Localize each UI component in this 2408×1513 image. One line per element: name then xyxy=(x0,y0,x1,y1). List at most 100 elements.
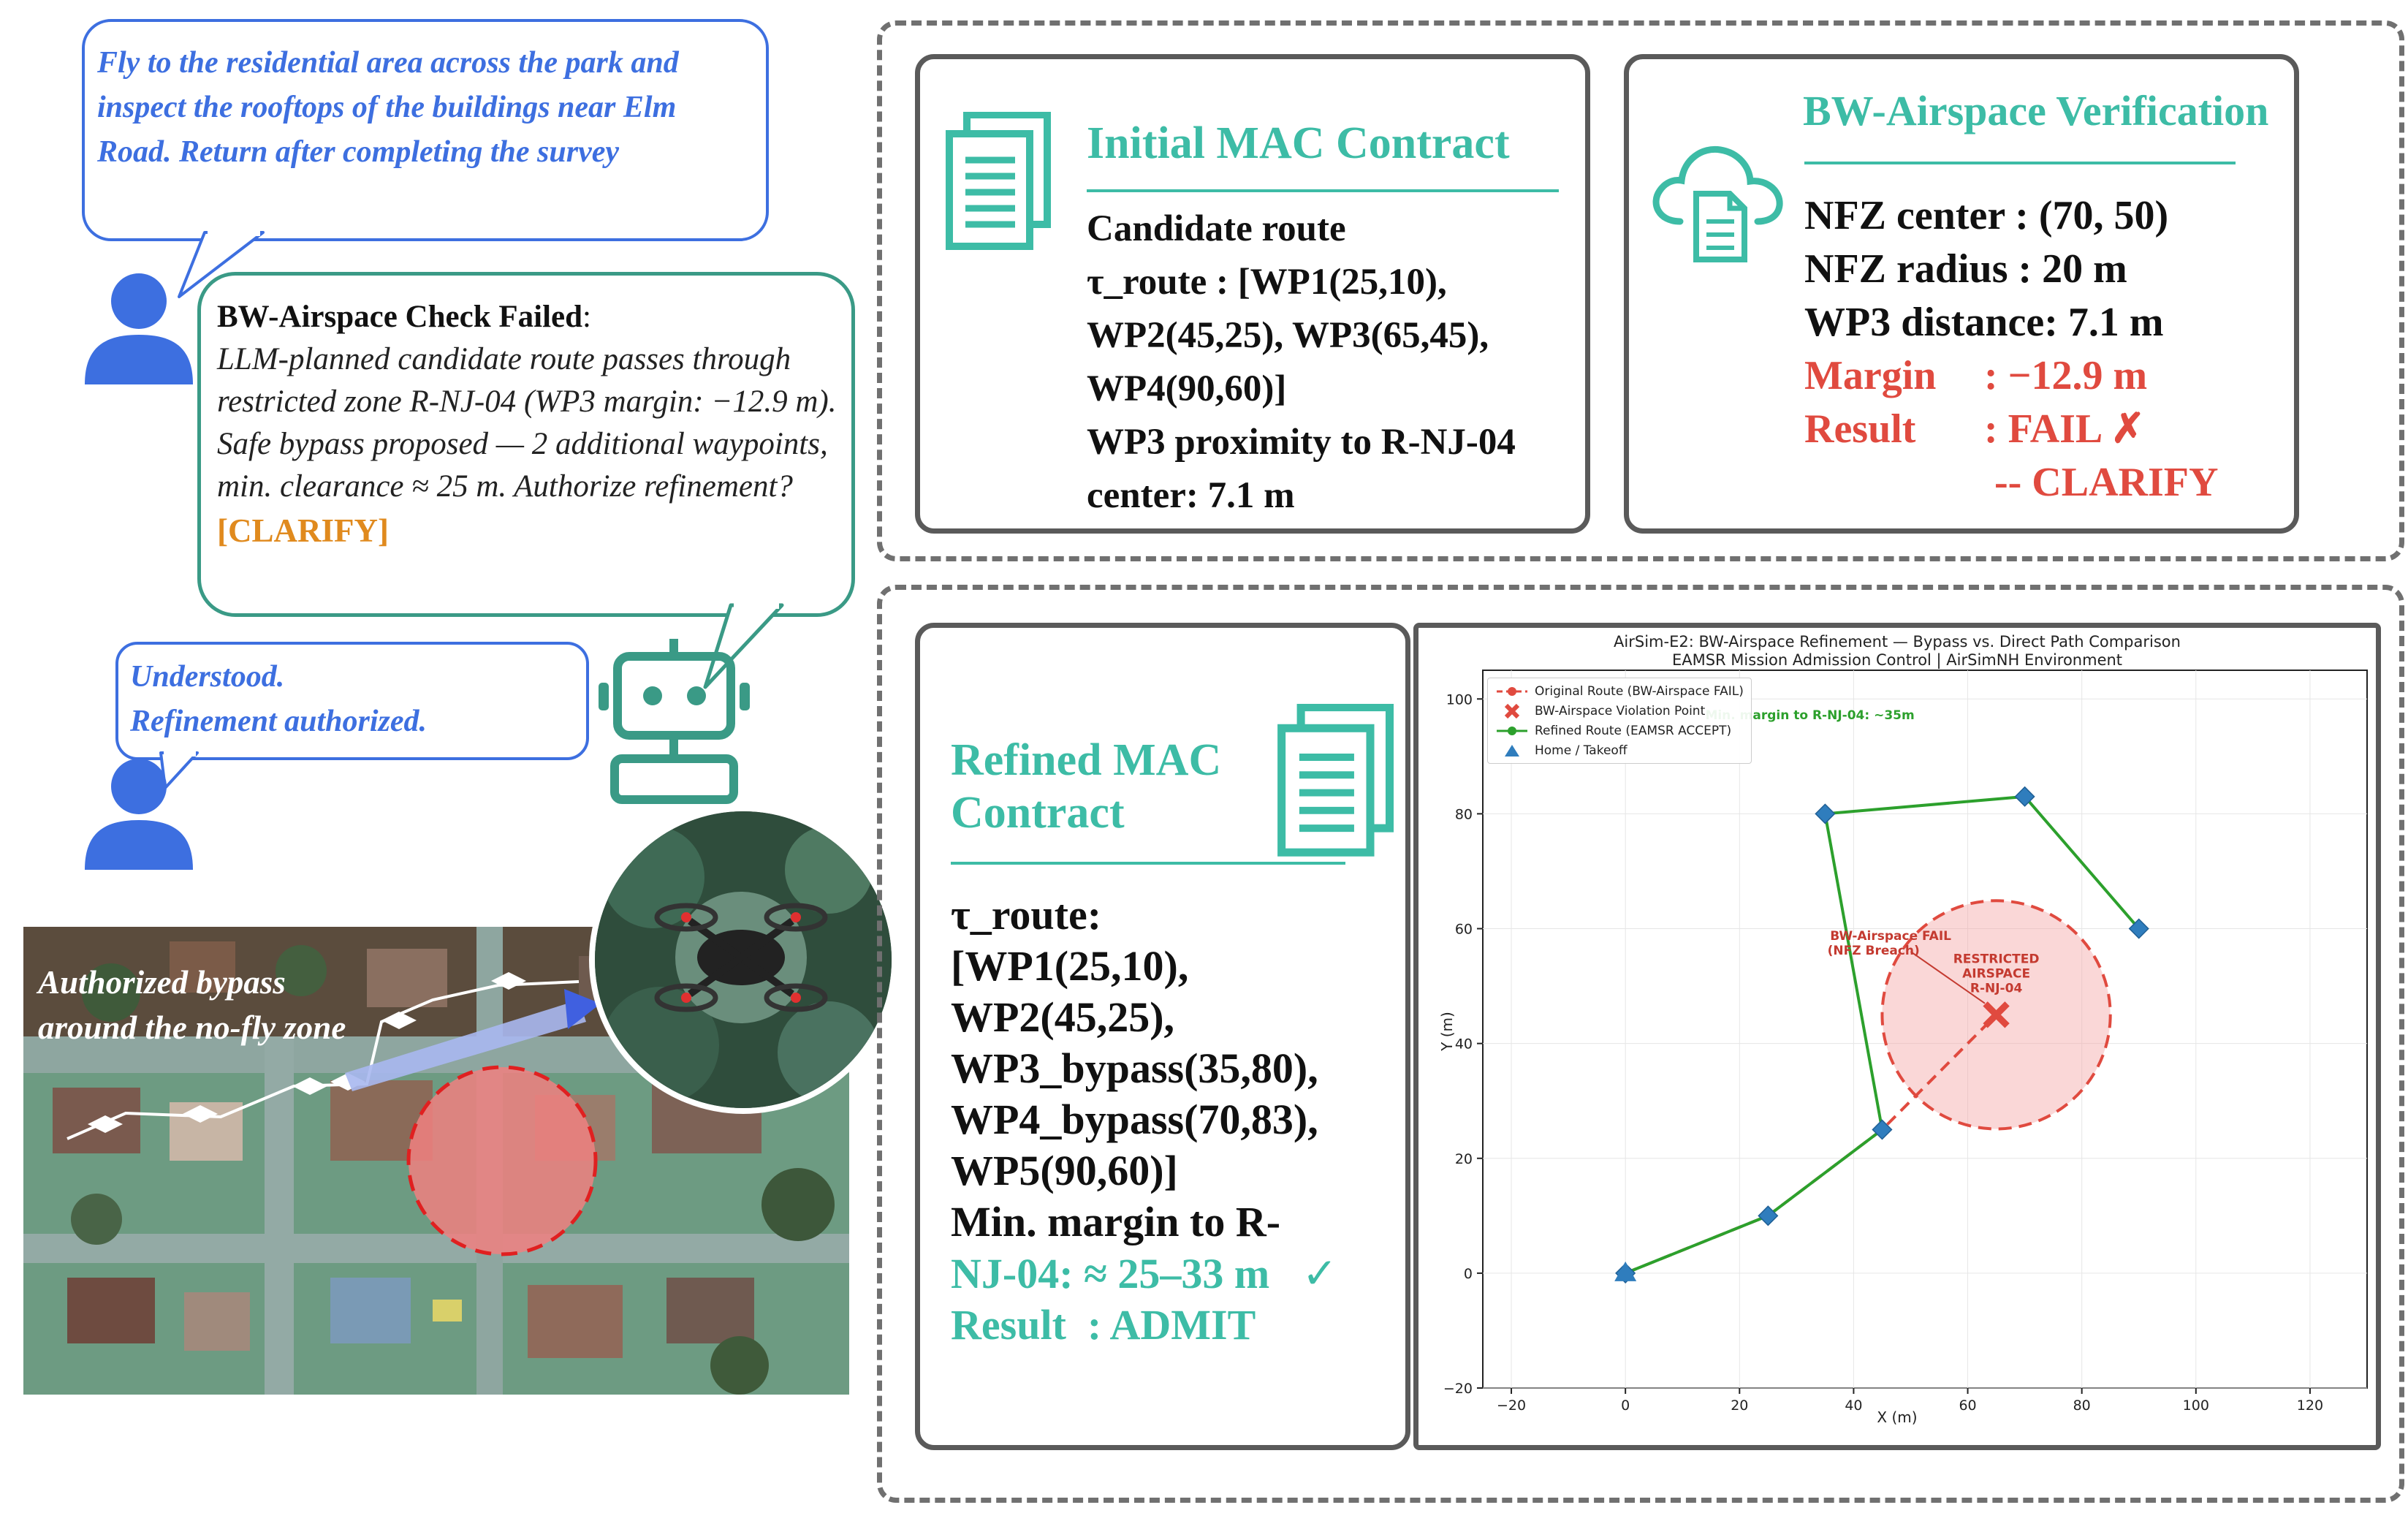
y-tick-label: 100 xyxy=(1446,691,1473,708)
system-message-body: LLM-planned candidate route passes throu… xyxy=(217,342,837,504)
refined-contract-line: Min. margin to R- xyxy=(951,1198,1281,1245)
refined-contract-body: τ_route: [WP1(25,10), WP2(45,25), WP3_by… xyxy=(951,890,1404,1351)
robot-icon xyxy=(599,639,750,804)
fail-arrow xyxy=(1910,951,1986,1004)
refined-contract-line: WP2(45,25), xyxy=(951,993,1175,1041)
aerial-caption-line-1: Authorized bypass xyxy=(38,964,286,1001)
verification-card: BW-Airspace Verification NFZ center : (7… xyxy=(1624,54,2299,534)
top-dashed-panel xyxy=(877,20,2404,561)
chart-subtitle: EAMSR Mission Admission Control | AirSim… xyxy=(1671,651,2123,669)
legend-item: Refined Route (EAMSR ACCEPT) xyxy=(1495,721,1744,740)
legend-item: Home / Takeoff xyxy=(1495,740,1744,760)
user-avatar-icon-2 xyxy=(85,759,193,870)
chart-title: AirSim-E2: BW-Airspace Refinement — Bypa… xyxy=(1614,633,2181,651)
y-tick-label: 60 xyxy=(1455,922,1473,938)
initial-contract-title: Initial MAC Contract xyxy=(1087,118,1510,168)
refined-contract-title-line-2: Contract xyxy=(951,788,1125,838)
result-label: Result xyxy=(1804,406,1916,452)
restricted-label: R-NJ-04 xyxy=(1970,982,2023,996)
user-reply-bubble-tail xyxy=(159,750,199,789)
result-value: : FAIL ✗ xyxy=(1984,406,2146,452)
bottom-dashed-panel xyxy=(877,585,2404,1503)
system-message-content: BW-Airspace Check Failed: LLM-planned ca… xyxy=(217,296,840,553)
initial-contract-line: WP3 proximity to R-NJ-04 xyxy=(1087,422,1516,463)
legend-item: BW-Airspace Violation Point xyxy=(1495,701,1744,721)
system-message-heading-suffix: : xyxy=(582,300,591,334)
user-reply-line-1: Understood. xyxy=(130,660,285,694)
y-tick-label: 0 xyxy=(1464,1266,1473,1282)
margin-value: : −12.9 m xyxy=(1984,353,2148,398)
fail-annotation: BW-Airspace FAIL xyxy=(1830,929,1951,944)
y-tick-label: 80 xyxy=(1455,806,1473,822)
refined-contract-line: WP4_bypass(70,83), xyxy=(951,1096,1318,1143)
user-reply-bubble: Understood. Refinement authorized. xyxy=(115,642,589,760)
cloud-document-icon xyxy=(1652,145,1783,262)
x-tick-label: −20 xyxy=(1497,1398,1526,1414)
initial-contract-card: Initial MAC Contract Candidate route τ_r… xyxy=(915,54,1590,534)
x-tick-label: 0 xyxy=(1621,1398,1630,1414)
verification-line: WP3 distance: 7.1 m xyxy=(1804,300,2164,345)
legend-label: Original Route (BW-Airspace FAIL) xyxy=(1535,683,1744,699)
x-tick-label: 80 xyxy=(2073,1398,2091,1414)
user-request-bubble-tail xyxy=(178,230,265,298)
legend-label: Home / Takeoff xyxy=(1535,743,1628,758)
refined-result: Result : ADMIT xyxy=(951,1301,1256,1349)
home-marker xyxy=(1614,1261,1637,1281)
legend-swatch-original xyxy=(1497,686,1527,696)
x-tick-label: 120 xyxy=(2297,1398,2323,1414)
x-tick-label: 20 xyxy=(1731,1398,1748,1414)
refined-contract-title-line-1: Refined MAC xyxy=(951,735,1222,785)
check-icon: ✓ xyxy=(1302,1248,1338,1298)
waypoint-marker xyxy=(1815,803,1836,824)
x-tick-label: 40 xyxy=(1845,1398,1862,1414)
document-icon xyxy=(946,112,1051,250)
chart-legend: Original Route (BW-Airspace FAIL) BW-Air… xyxy=(1487,678,1752,764)
verification-title: BW-Airspace Verification xyxy=(1803,87,2269,134)
system-message-bubble: BW-Airspace Check Failed: LLM-planned ca… xyxy=(197,272,855,617)
margin-label: Margin xyxy=(1804,353,1937,398)
waypoint-marker xyxy=(2014,786,2035,807)
verification-line: NFZ center : (70, 50) xyxy=(1804,193,2169,238)
verification-body: NFZ center : (70, 50) NFZ radius : 20 m … xyxy=(1804,189,2287,509)
restricted-label: AIRSPACE xyxy=(1962,967,2030,982)
refined-contract-line: WP5(90,60)] xyxy=(951,1147,1178,1194)
legend-item: Original Route (BW-Airspace FAIL) xyxy=(1495,681,1744,701)
y-tick-label: −20 xyxy=(1443,1381,1473,1397)
waypoint-marker xyxy=(1758,1205,1779,1226)
x-axis-label: X (m) xyxy=(1877,1408,1918,1426)
drone-icon xyxy=(595,811,892,1108)
y-tick-label: 20 xyxy=(1455,1151,1473,1167)
legend-swatch-violation xyxy=(1504,703,1520,718)
refined-route-line xyxy=(1625,795,2141,1275)
legend-label: BW-Airspace Violation Point xyxy=(1535,703,1706,718)
legend-label: Refined Route (EAMSR ACCEPT) xyxy=(1535,723,1732,738)
y-tick-label: 40 xyxy=(1455,1036,1473,1053)
user-request-text: Fly to the residential area across the p… xyxy=(97,46,679,169)
refined-contract-title-underline xyxy=(951,862,1345,865)
x-tick-label: 60 xyxy=(1959,1398,1976,1414)
fail-annotation: (NFZ Breach) xyxy=(1828,944,1920,958)
system-message-heading: BW-Airspace Check Failed xyxy=(217,300,583,334)
refined-contract-line: [WP1(25,10), xyxy=(951,942,1189,990)
legend-swatch-home xyxy=(1505,744,1519,756)
refined-contract-card: Refined MAC Contract τ_route: [WP1(25,10… xyxy=(915,623,1410,1450)
initial-contract-line: WP4(90,60)] xyxy=(1087,368,1287,409)
refined-contract-line: WP3_bypass(35,80), xyxy=(951,1044,1318,1092)
aerial-caption-line-2: around the no-fly zone xyxy=(38,1009,346,1046)
initial-contract-line: τ_route : [WP1(25,10), xyxy=(1087,262,1447,303)
legend-swatch-refined xyxy=(1497,726,1527,735)
verification-title-underline xyxy=(1804,162,2236,164)
result-extra: -- CLARIFY xyxy=(1994,460,2219,505)
initial-contract-body: Candidate route τ_route : [WP1(25,10), W… xyxy=(1087,202,1569,523)
initial-contract-line: WP2(45,25), WP3(65,45), xyxy=(1087,315,1489,356)
drone-photo-inset xyxy=(589,805,897,1114)
verification-line: NFZ radius : 20 m xyxy=(1804,246,2127,292)
initial-contract-line: Candidate route xyxy=(1087,208,1346,249)
chart-card: AirSim-E2: BW-Airspace Refinement — Bypa… xyxy=(1413,623,2381,1450)
margin-annotation: Min. margin to R-NJ-04: ~35m xyxy=(1705,708,1914,723)
waypoint-marker xyxy=(1872,1119,1893,1140)
y-axis-label: Y (m) xyxy=(1437,1012,1456,1051)
clarify-tag: [CLARIFY] xyxy=(217,512,389,549)
violation-marker xyxy=(1983,1001,2010,1028)
